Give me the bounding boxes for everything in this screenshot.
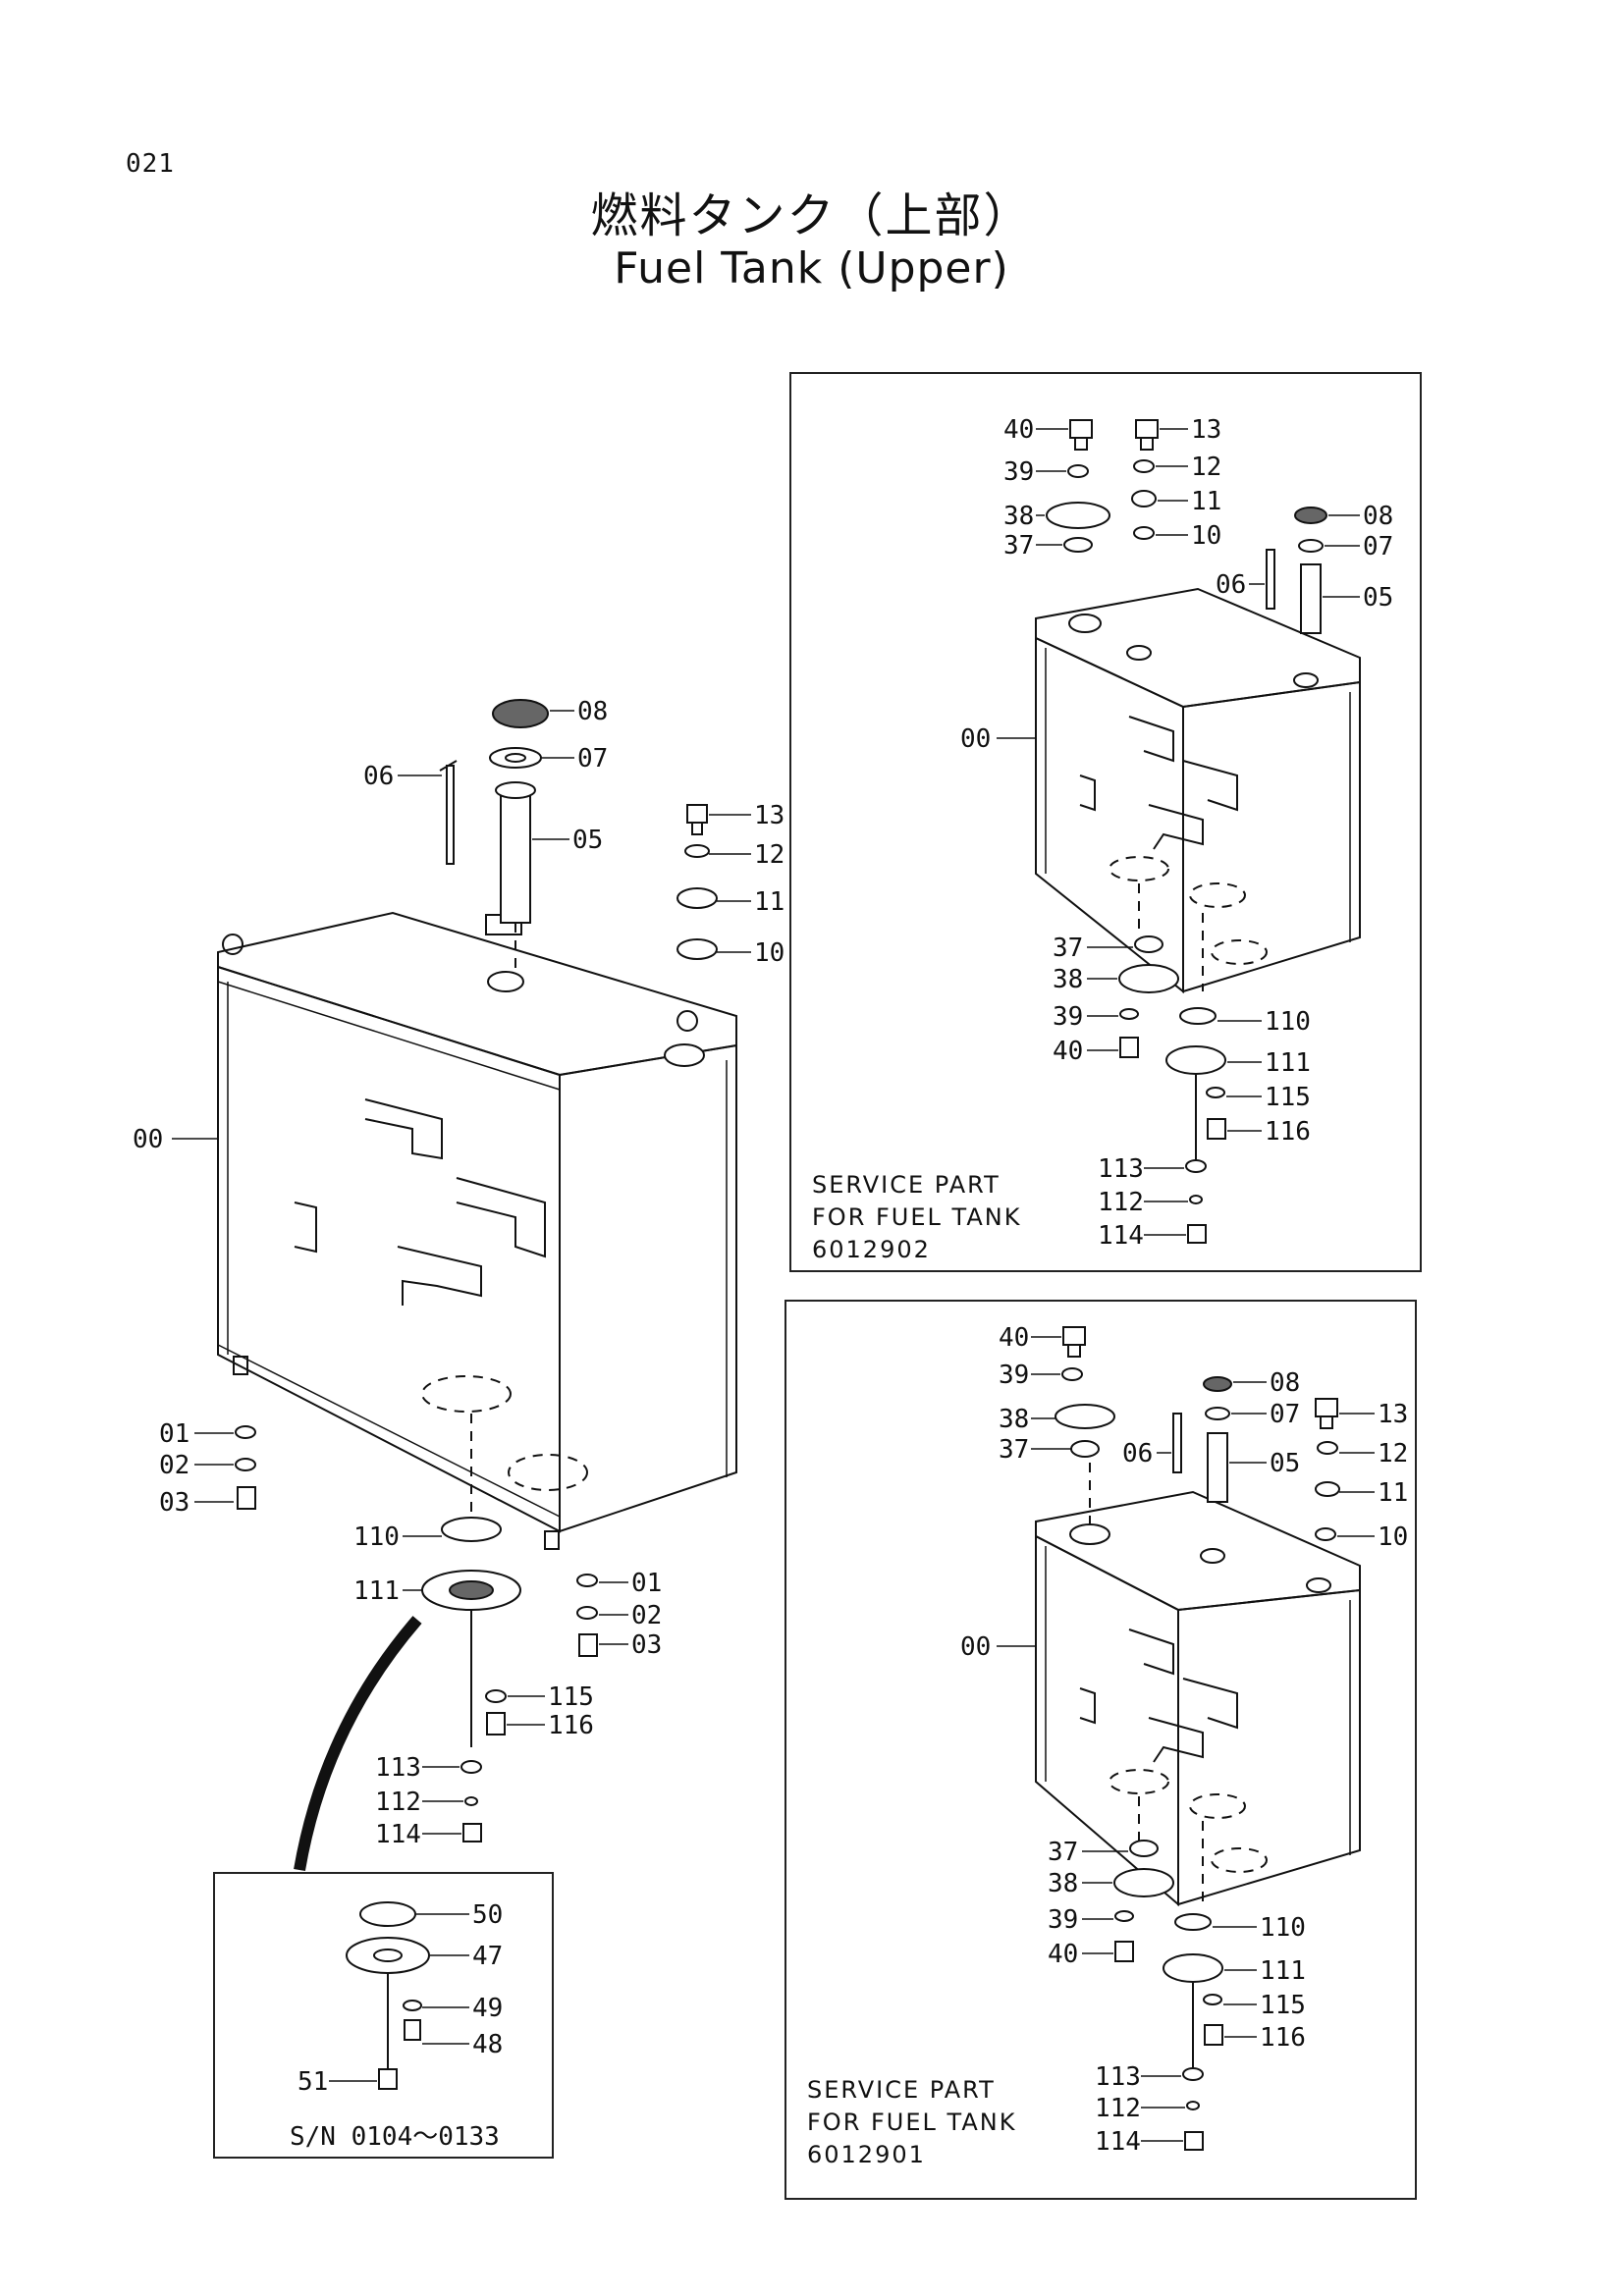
sp2-label-116: 116	[1260, 2023, 1306, 2053]
sp1-label-07: 07	[1363, 532, 1393, 561]
sp2-label-11: 11	[1378, 1478, 1408, 1508]
inset-detail-box: 50 47 49 48 51 S/N 0104～0133	[213, 1872, 554, 2159]
sp1-label-13: 13	[1191, 415, 1221, 445]
label-51: 51	[298, 2067, 328, 2097]
sp1-label-12: 12	[1191, 453, 1221, 482]
sp1-label-38: 38	[1003, 502, 1034, 531]
label-10: 10	[754, 938, 784, 968]
sp1-label-10: 10	[1191, 521, 1221, 551]
sp1-part-number: 6012902	[812, 1236, 931, 1263]
service-part-box-2: 40 39 08 38 07 13 37 06 05 12 11 10 00 3…	[784, 1300, 1417, 2200]
sp1-label-111: 111	[1265, 1048, 1311, 1078]
sp2-note-line2: FOR FUEL TANK	[807, 2109, 1016, 2136]
sp1-label-08: 08	[1363, 502, 1393, 531]
sp1-label-37b: 37	[1053, 934, 1083, 963]
sp1-label-40: 40	[1003, 415, 1034, 445]
sp1-label-06: 06	[1216, 570, 1246, 600]
page-title-english: Fuel Tank (Upper)	[614, 243, 1009, 294]
sp2-label-13: 13	[1378, 1400, 1408, 1429]
sp2-label-38b: 38	[1048, 1869, 1078, 1898]
sp2-label-12: 12	[1378, 1439, 1408, 1468]
sp2-label-112: 112	[1095, 2094, 1141, 2123]
sp1-label-37: 37	[1003, 531, 1034, 561]
sp2-note-line1: SERVICE PART	[807, 2076, 996, 2104]
label-12: 12	[754, 840, 784, 870]
main-bottom-parts	[235, 1425, 598, 1872]
label-02b: 02	[631, 1601, 662, 1630]
sp2-label-111: 111	[1260, 1956, 1306, 1986]
page-title-japanese: 燃料タンク（上部）	[590, 188, 1033, 243]
sp1-label-116: 116	[1265, 1117, 1311, 1147]
label-08: 08	[577, 697, 608, 726]
main-tank-body	[217, 911, 737, 1550]
label-13: 13	[754, 801, 784, 830]
sp2-label-38: 38	[999, 1405, 1029, 1434]
sp2-label-00: 00	[960, 1632, 991, 1662]
label-113: 113	[375, 1753, 421, 1783]
label-116: 116	[548, 1711, 594, 1740]
main-fuel-tank-view: 08 07 06 05 13 12 11 10 00 01 02 03 110 …	[133, 697, 784, 1872]
label-06: 06	[363, 762, 394, 791]
sp1-label-00: 00	[960, 724, 991, 754]
sp1-label-110: 110	[1265, 1007, 1311, 1037]
sp2-label-113: 113	[1095, 2062, 1141, 2092]
sp2-label-39b: 39	[1048, 1905, 1078, 1935]
sp2-label-10: 10	[1378, 1522, 1408, 1552]
sp1-note-line2: FOR FUEL TANK	[812, 1203, 1021, 1231]
label-47: 47	[472, 1942, 503, 1971]
sp1-label-05: 05	[1363, 583, 1393, 613]
main-labels: 08 07 06 05 13 12 11 10 00 01 02 03 110 …	[133, 697, 784, 1849]
sp1-label-114: 114	[1098, 1221, 1144, 1251]
label-115: 115	[548, 1682, 594, 1712]
main-leaders	[172, 710, 751, 1835]
label-50: 50	[472, 1900, 503, 1930]
label-01: 01	[159, 1419, 189, 1449]
label-03b: 03	[631, 1630, 662, 1660]
sp1-label-38b: 38	[1053, 965, 1083, 994]
sp1-label-39: 39	[1003, 457, 1034, 487]
sp2-label-114: 114	[1095, 2127, 1141, 2157]
label-05: 05	[572, 826, 603, 855]
sp2-part-number: 6012901	[807, 2141, 926, 2168]
label-01b: 01	[631, 1569, 662, 1598]
sp1-note-line1: SERVICE PART	[812, 1171, 1001, 1199]
label-49: 49	[472, 1994, 503, 2023]
sp1-label-112: 112	[1098, 1188, 1144, 1217]
sp2-label-37b: 37	[1048, 1838, 1078, 1867]
label-48: 48	[472, 2030, 503, 2059]
inset-caption: S/N 0104～0133	[290, 2122, 500, 2152]
label-00: 00	[133, 1125, 163, 1154]
label-114: 114	[375, 1820, 421, 1849]
sp2-label-40: 40	[999, 1323, 1029, 1353]
label-110: 110	[353, 1522, 400, 1552]
sp2-label-05: 05	[1270, 1449, 1300, 1478]
label-112: 112	[375, 1788, 421, 1817]
sp1-label-39b: 39	[1053, 1002, 1083, 1032]
sp2-label-37: 37	[999, 1435, 1029, 1465]
sp2-label-07: 07	[1270, 1400, 1300, 1429]
sp1-label-40b: 40	[1053, 1037, 1083, 1066]
sp1-label-11: 11	[1191, 487, 1221, 516]
label-11: 11	[754, 887, 784, 917]
service-part-box-1: 40 13 39 12 38 11 37 10 08 07 06 05 00 3…	[789, 372, 1422, 1272]
label-07: 07	[577, 744, 608, 774]
label-111: 111	[353, 1576, 400, 1606]
sp1-label-113: 113	[1098, 1154, 1144, 1184]
label-03: 03	[159, 1488, 189, 1518]
sp2-label-115: 115	[1260, 1991, 1306, 2020]
main-top-parts	[439, 699, 718, 972]
sp2-label-110: 110	[1260, 1913, 1306, 1943]
sp2-label-40b: 40	[1048, 1940, 1078, 1969]
sp2-label-39: 39	[999, 1361, 1029, 1390]
page-number: 021	[126, 149, 175, 179]
sp2-label-08: 08	[1270, 1368, 1300, 1398]
sp2-label-06: 06	[1122, 1439, 1153, 1468]
sp1-label-115: 115	[1265, 1083, 1311, 1112]
label-02: 02	[159, 1451, 189, 1480]
